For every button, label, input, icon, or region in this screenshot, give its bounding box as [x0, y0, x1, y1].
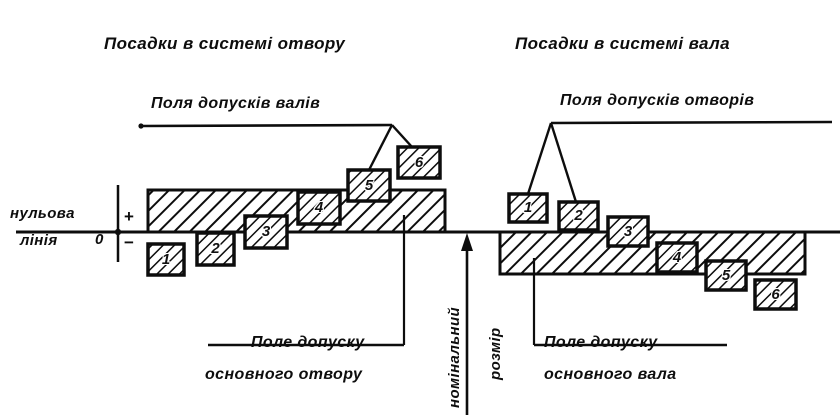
zero-line-vertical-axis — [114, 185, 122, 262]
left-bottom-callout-line1: Поле допуску — [251, 334, 365, 351]
right-tolerance-box-3 — [606, 215, 650, 248]
zero-line-label-line1: нульова — [10, 205, 75, 222]
minus-sign-label: − — [124, 233, 135, 252]
left-tolerance-box-5 — [346, 168, 392, 203]
left-tolerance-box-2 — [195, 231, 236, 267]
left-tolerance-box-3 — [243, 214, 289, 250]
right-tolerance-box-5 — [704, 259, 748, 292]
left-tolerance-box-6 — [396, 145, 442, 180]
left-tolerance-box-1 — [146, 242, 186, 277]
plus-sign-label: + — [124, 207, 135, 226]
right-bottom-callout-line1: Поле допуску — [544, 334, 658, 351]
right-tolerance-box-1 — [507, 192, 549, 224]
left-bottom-callout-line2: основного отвору — [205, 366, 363, 383]
left-top-callout-label: Поля допусків валів — [151, 95, 321, 112]
left-tolerance-box-4 — [296, 190, 342, 226]
right-tolerance-box-6 — [753, 278, 798, 311]
right-tolerance-box-4 — [655, 241, 699, 274]
right-bottom-callout-line2: основного вала — [544, 366, 677, 383]
left-system-title: Посадки в системі отвору — [104, 34, 346, 53]
left-bottom-callout-leader — [208, 215, 406, 347]
right-top-callout-leader — [526, 120, 833, 203]
right-bottom-callout-leader — [532, 258, 727, 347]
nominal-size-arrow — [461, 233, 473, 415]
right-system-title: Посадки в системі вала — [515, 34, 730, 53]
zero-value-label: 0 — [95, 231, 104, 248]
left-top-callout-leader — [138, 123, 413, 171]
zero-line-label-line2: лінія — [20, 232, 58, 249]
nominal-size-label-line2: розмір — [487, 327, 504, 380]
nominal-size-label-line1: номінальний — [446, 306, 463, 408]
right-base-shaft-zone — [498, 230, 807, 276]
right-tolerance-box-2 — [557, 200, 600, 232]
right-top-callout-label: Поля допусків отворів — [560, 92, 755, 109]
